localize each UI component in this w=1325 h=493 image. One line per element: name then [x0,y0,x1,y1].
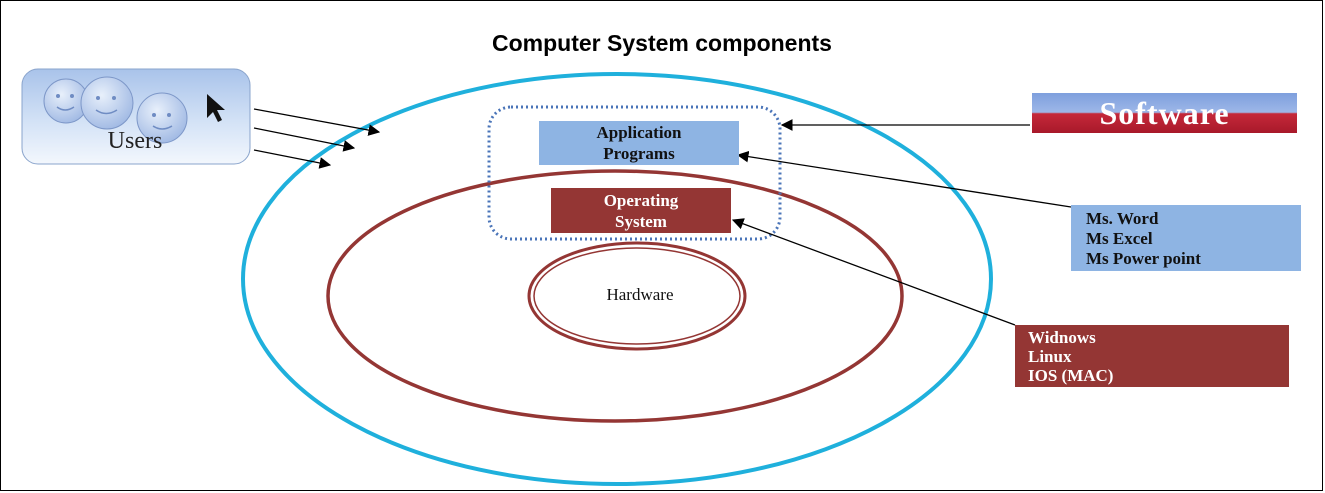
application-example: Ms Excel [1086,229,1153,248]
os-examples-box: Widnows Linux IOS (MAC) [1015,325,1289,387]
os-line-2: System [615,212,667,231]
hardware-label: Hardware [606,285,674,304]
users-arrow [253,127,356,152]
users-arrow [253,108,381,136]
users-face-icon [80,76,134,130]
hardware-ring [527,241,747,351]
application-example: Ms Power point [1086,249,1201,268]
application-example: Ms. Word [1086,209,1159,228]
hardware-ring-inner [533,247,741,345]
users-label: Users [107,128,163,154]
application-line-2: Programs [603,144,675,163]
users-box [21,68,251,165]
operating-system-box: Operating System [551,188,731,233]
application-line-1: Application [596,123,682,142]
users-arrow [253,149,332,169]
outer-ring [241,72,993,486]
diagram-title: Computer System components [492,30,832,56]
cursor-icon [207,94,225,122]
os-line-1: Operating [603,191,679,210]
os-arrow [731,218,1016,326]
os-example: IOS (MAC) [1028,366,1114,385]
software-dotted-box [487,105,782,241]
os-example: Linux [1028,347,1072,366]
os-ring [326,169,904,423]
software-banner: Software [1032,93,1297,133]
users-face-icon [136,92,188,144]
application-examples-box: Ms. Word Ms Excel Ms Power point [1071,205,1301,271]
apps-arrow [736,150,1072,208]
os-example: Widnows [1028,328,1096,347]
application-programs-box: Application Programs [539,121,739,165]
